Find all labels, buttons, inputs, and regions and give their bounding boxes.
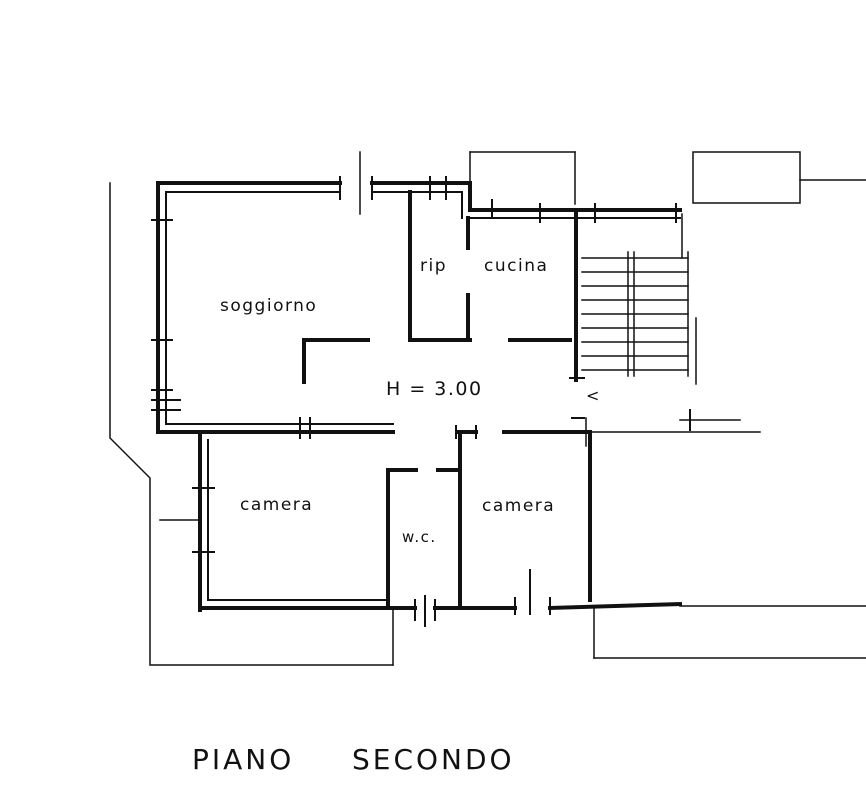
room-label-wc: w.c. bbox=[402, 528, 437, 546]
stair-direction-arrow: < bbox=[586, 386, 601, 405]
room-label-camera-right: camera bbox=[482, 496, 556, 516]
title-secondo: SECONDO bbox=[352, 743, 515, 776]
title-piano: PIANO bbox=[192, 743, 295, 776]
ceiling-height-label: H = 3.00 bbox=[386, 378, 483, 400]
opening-ticks bbox=[151, 176, 691, 627]
reference-lines bbox=[109, 151, 866, 666]
room-label-rip: rip bbox=[420, 256, 448, 276]
room-label-camera-left: camera bbox=[240, 495, 314, 515]
interior-walls bbox=[302, 190, 592, 606]
staircase bbox=[581, 213, 697, 385]
room-label-cucina: cucina bbox=[484, 256, 549, 276]
room-label-soggiorno: soggiorno bbox=[220, 296, 318, 316]
